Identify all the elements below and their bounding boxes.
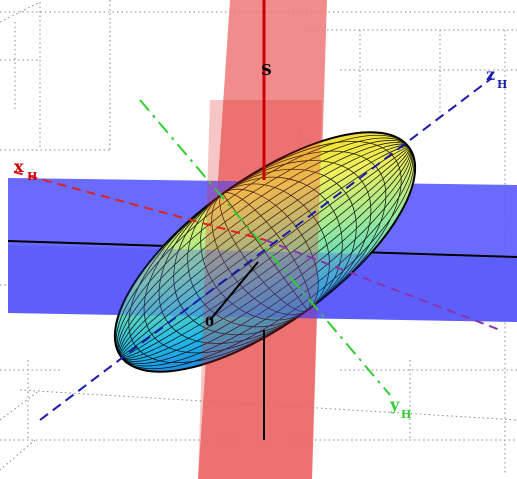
oblique-black-axis: [209, 261, 259, 321]
svg-text:H: H: [497, 78, 507, 91]
label-z-axis: z H: [486, 65, 507, 91]
label-s: S: [261, 61, 272, 79]
svg-text:x: x: [14, 157, 24, 176]
svg-text:H: H: [27, 170, 37, 183]
svg-text:H: H: [401, 408, 411, 421]
svg-text:z: z: [486, 65, 495, 84]
y-axis-line: [139, 99, 391, 396]
horizontal-plane-overlay: [8, 245, 517, 322]
label-x-axis: x H: [14, 157, 37, 183]
label-origin: 0: [205, 315, 214, 330]
svg-text:y: y: [389, 395, 400, 414]
vertical-plane-overlay: [198, 100, 322, 479]
x-axis-line: [13, 171, 266, 241]
x-axis-line-back: [264, 239, 501, 331]
z-axis-line: [39, 77, 493, 421]
label-y-axis: y H: [389, 395, 411, 421]
